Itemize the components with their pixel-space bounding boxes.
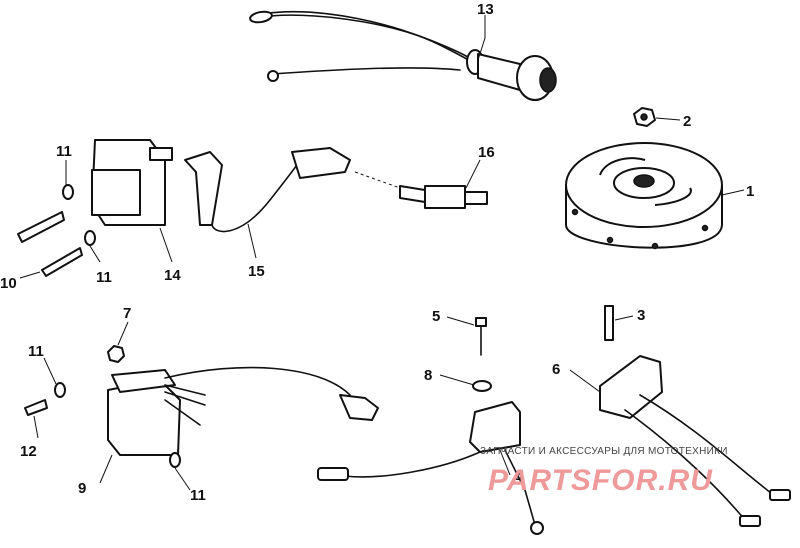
part-12-bolt — [24, 399, 48, 416]
label-7: 7 — [123, 305, 131, 322]
part-11-washer-d — [169, 452, 181, 468]
part-16-spark-plug — [354, 171, 488, 209]
part-15-plug-lead — [184, 147, 351, 233]
label-9: 9 — [78, 480, 86, 497]
label-6: 6 — [552, 361, 560, 378]
label-11-pack-left: 11 — [28, 343, 44, 360]
part-5-screw — [475, 317, 487, 356]
part-9-power-pack — [107, 366, 379, 456]
label-1: 1 — [746, 183, 754, 200]
part-8-washer — [472, 380, 492, 392]
label-4: 4 — [515, 469, 524, 486]
label-11-coil-lower: 11 — [96, 269, 112, 286]
label-13: 13 — [477, 1, 494, 18]
part-2-nut — [633, 107, 656, 127]
watermark-brand: PARTSFOR.RU — [488, 464, 713, 497]
label-16: 16 — [478, 144, 495, 161]
part-11-washer-a — [62, 184, 74, 200]
label-14: 14 — [164, 267, 181, 284]
label-11-pack-right: 11 — [190, 487, 206, 504]
part-13-wire-harness — [249, 10, 557, 101]
part-11-washer-b — [84, 230, 96, 246]
label-11-coil-upper: 11 — [56, 143, 72, 160]
part-4-charge-coil — [317, 401, 544, 535]
part-14-ignition-coil — [91, 139, 173, 226]
label-12: 12 — [20, 443, 37, 460]
part-1-flywheel — [565, 142, 723, 250]
label-3: 3 — [637, 307, 645, 324]
part-7-nut — [107, 345, 125, 363]
leader-lines — [19, 15, 745, 491]
part-10-bolt — [17, 211, 83, 277]
label-15: 15 — [248, 263, 265, 280]
label-5: 5 — [432, 308, 440, 325]
label-10: 10 — [0, 275, 17, 292]
part-11-washer-c — [54, 382, 66, 398]
label-8: 8 — [424, 367, 432, 384]
label-2: 2 — [683, 113, 691, 130]
part-6-timer-base — [599, 355, 791, 527]
part-3-screw — [604, 305, 614, 341]
watermark-tagline: ЗАПЧАСТИ И АКСЕССУАРЫ ДЛЯ МОТОТЕХНИКИ — [480, 446, 728, 457]
